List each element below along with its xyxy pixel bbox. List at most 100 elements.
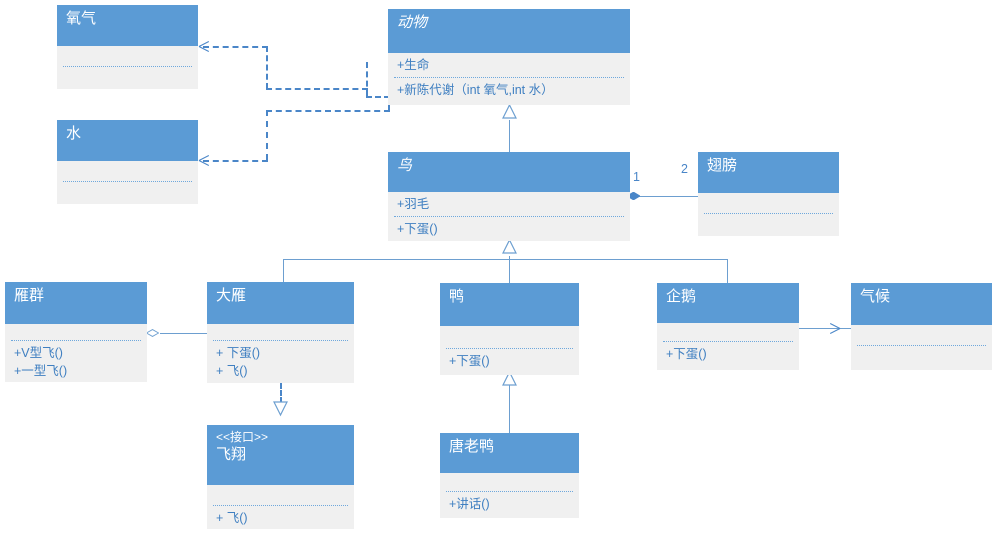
class-separator-duck: [446, 348, 573, 349]
class-separator-climate: [857, 345, 986, 346]
association-penguin-climate-line: [799, 328, 851, 329]
operation-row: +讲话(): [449, 497, 490, 511]
class-header-penguin: 企鹅: [657, 283, 799, 323]
class-box-water[interactable]: 水: [57, 120, 198, 204]
generalization-donald-duck-line: [509, 385, 510, 433]
class-operations-oxygen: [57, 67, 198, 73]
class-operations-penguin: +下蛋(): [657, 342, 799, 366]
operation-row: + 飞(): [216, 511, 248, 525]
class-name-donald: 唐老鸭: [449, 438, 495, 455]
class-header-fly: <<接口>> 飞翔: [207, 425, 354, 485]
class-attributes-animal: +生命: [388, 53, 630, 77]
class-name-oxygen: 氧气: [66, 10, 97, 27]
class-box-bird[interactable]: 鸟 +羽毛 +下蛋(): [388, 152, 630, 241]
class-box-animal[interactable]: 动物 +生命 +新陈代谢（int 氧气,int 水）: [388, 9, 630, 105]
class-header-water: 水: [57, 120, 198, 161]
class-box-penguin[interactable]: 企鹅 +下蛋(): [657, 283, 799, 370]
generalization-branch-penguin: [727, 259, 728, 283]
operation-row: +下蛋(): [666, 347, 707, 361]
class-attributes-penguin: [657, 323, 799, 341]
operation-row: +一型飞(): [14, 364, 68, 379]
class-operations-wing: [698, 214, 839, 220]
class-box-donald[interactable]: 唐老鸭 +讲话(): [440, 433, 579, 518]
operation-row: +新陈代谢（int 氧气,int 水）: [397, 83, 554, 98]
class-name-climate: 气候: [860, 288, 891, 305]
class-separator-donald: [446, 491, 573, 492]
dependency-animal-water-seg5: [203, 160, 268, 162]
class-attributes-flock: [5, 324, 147, 340]
class-header-donald: 唐老鸭: [440, 433, 579, 473]
class-box-duck[interactable]: 鸭 +下蛋(): [440, 283, 579, 375]
dependency-animal-water-seg1: [366, 96, 390, 98]
class-box-flock[interactable]: 雁群 +V型飞() +一型飞(): [5, 282, 147, 382]
class-separator-wing: [704, 213, 833, 214]
class-operations-donald: +讲话(): [440, 492, 579, 516]
class-attributes-donald: [440, 473, 579, 491]
class-name-bird: 鸟: [397, 157, 413, 174]
class-header-flock: 雁群: [5, 282, 147, 324]
class-header-climate: 气候: [851, 283, 992, 325]
class-name-penguin: 企鹅: [666, 288, 697, 305]
class-separator-wildgoose: [213, 340, 348, 341]
operation-row: +下蛋(): [397, 222, 438, 237]
class-operations-animal: +新陈代谢（int 氧气,int 水）: [388, 78, 630, 102]
class-box-fly-interface[interactable]: <<接口>> 飞翔 + 飞(): [207, 425, 354, 529]
class-box-oxygen[interactable]: 氧气: [57, 5, 198, 89]
generalization-bird-animal-line: [509, 120, 510, 152]
class-header-wing: 翅膀: [698, 152, 839, 193]
operation-row: + 飞(): [216, 364, 248, 379]
class-operations-water: [57, 182, 198, 188]
class-attributes-wing: [698, 193, 839, 213]
class-box-climate[interactable]: 气候: [851, 283, 992, 370]
attribute-row: +羽毛: [397, 197, 430, 211]
class-name-flock: 雁群: [14, 287, 45, 304]
realization-arrowhead: [273, 401, 288, 417]
generalization-bird-animal-arrowhead: [502, 103, 517, 119]
class-operations-wildgoose: + 下蛋() + 飞(): [207, 341, 354, 383]
class-operations-bird: +下蛋(): [388, 217, 630, 241]
class-name-duck: 鸭: [449, 288, 465, 305]
class-attributes-water: [57, 161, 198, 181]
dependency-animal-oxygen-seg1: [366, 62, 368, 96]
class-name-wing: 翅膀: [707, 157, 738, 174]
operation-row: + 下蛋(): [216, 346, 261, 360]
generalization-branch-wildgoose: [283, 259, 284, 283]
class-attributes-wildgoose: [207, 324, 354, 340]
class-separator-fly: [213, 505, 348, 506]
class-separator-oxygen: [63, 66, 192, 67]
class-attributes-oxygen: [57, 46, 198, 66]
realization-wildgoose-fly-line: [280, 383, 282, 403]
generalization-tree-stem: [509, 256, 510, 299]
generalization-donald-duck-arrowhead: [502, 370, 517, 386]
class-separator-penguin: [663, 341, 793, 342]
class-separator-bird: [394, 216, 624, 218]
class-name-wildgoose: 大雁: [216, 287, 247, 304]
class-box-wing[interactable]: 翅膀: [698, 152, 839, 236]
class-attributes-fly: [207, 485, 354, 505]
class-header-oxygen: 氧气: [57, 5, 198, 46]
class-operations-flock: +V型飞() +一型飞(): [5, 341, 147, 383]
composition-bird-wing-line: [630, 196, 700, 197]
class-separator-animal: [394, 77, 624, 79]
multiplicity-bird-side: 1: [633, 170, 640, 184]
class-operations-fly: + 飞(): [207, 506, 354, 530]
operation-row: +V型飞(): [14, 346, 63, 360]
multiplicity-wing-side: 2: [681, 162, 688, 176]
class-operations-duck: +下蛋(): [440, 349, 579, 373]
dependency-animal-water-seg3: [266, 110, 390, 112]
class-separator-flock: [11, 340, 141, 341]
aggregation-flock-wildgoose-line: [160, 333, 207, 334]
class-header-bird: 鸟: [388, 152, 630, 192]
class-attributes-bird: +羽毛: [388, 192, 630, 216]
aggregation-diamond-hollow: [146, 329, 159, 337]
generalization-tree-bar: [283, 259, 728, 260]
class-header-duck: 鸭: [440, 283, 579, 326]
dependency-animal-oxygen-seg3: [266, 88, 368, 90]
class-name-water: 水: [66, 125, 82, 142]
class-box-wildgoose[interactable]: 大雁 + 下蛋() + 飞(): [207, 282, 354, 383]
attribute-row: +生命: [397, 58, 430, 72]
class-name-fly: 飞翔: [216, 446, 247, 463]
class-attributes-climate: [851, 325, 992, 345]
class-attributes-duck: [440, 326, 579, 348]
dependency-animal-water-seg4: [266, 110, 268, 160]
